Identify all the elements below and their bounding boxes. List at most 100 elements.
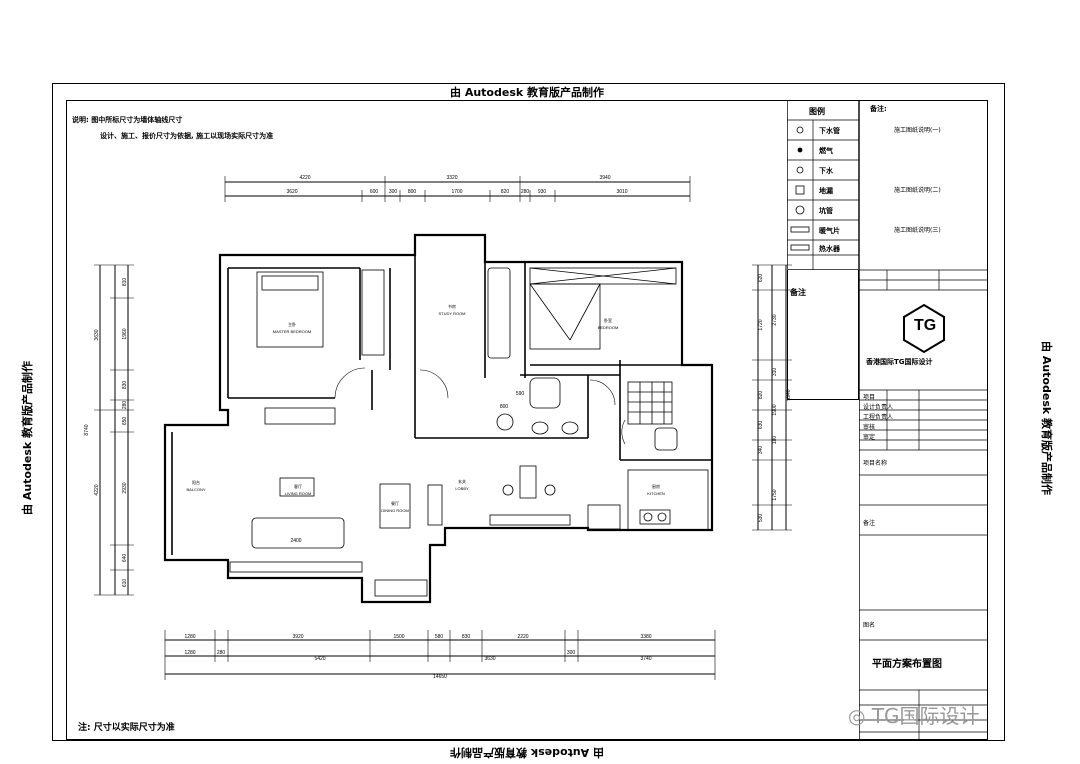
room-lobby: LOBBY [455,486,469,491]
field-engineering-lead: 工程负责人 [863,414,894,421]
dim-left1-1: 4220 [94,484,100,495]
note-line-2: 设计、施工、报价尺寸为依据, 施工以现场实际尺寸为准 [100,132,274,140]
field-remarks: 备注 [863,520,876,527]
dim-top2-0: 3620 [286,189,297,195]
dim-bottom1-6: 3380 [640,634,651,640]
legend-table: 图例 下水管 燃气 下水 地漏 坑管 暖气片 热水器 [787,100,859,270]
room-dining-room: DINING ROOM [381,508,409,513]
dim-left1-0: 3630 [94,329,100,340]
dim-top1-2: 3940 [599,175,610,181]
dim-top2-4: 1700 [451,189,462,195]
notes-block-title: 备注: [870,105,887,113]
footer-brand-text: TG国际设计 [871,704,980,728]
drain-icon [796,166,804,174]
drawing-outer-frame [52,83,1005,741]
gas-icon [797,147,803,153]
dim-bottom2-0: 1280 [184,650,195,656]
legend-item-label: 燃气 [818,146,833,155]
dim-right-5: 1900 [772,404,778,415]
dim-right-7: 180 [772,436,778,445]
circle-icon [796,126,804,134]
dim-small-1: 590 [516,391,525,397]
company-name: 香港国际TG国际设计 [866,358,933,366]
room-cn-balcony: 阳台 [192,479,200,485]
dim-right-10: 530 [758,514,764,523]
dim-bottom1-4: 830 [462,634,471,640]
watermark-top: 由 Autodesk 教育版产品制作 [450,86,605,99]
dim-left2-7: 610 [122,579,128,588]
title-block [859,100,988,740]
dim-top2-3: 800 [408,189,417,195]
dim-left2-3: 280 [122,401,128,410]
dim-left2-0: 810 [122,278,128,287]
field-project: 项目 [863,394,876,401]
dim-right-8: 340 [758,446,764,455]
drawing-name: 平面方案布置图 [872,659,942,670]
logo-text: TG [914,317,937,334]
remarks-label: 备注 [790,288,806,297]
dim-small-0: 800 [500,404,509,410]
room-study: STUDY ROOM [438,311,465,316]
legend-item-label: 下水 [819,166,834,175]
dim-left2-5: 2930 [122,482,128,493]
dim-left1-2: 8740 [84,424,90,435]
dim-left2-6: 640 [122,554,128,563]
dim-right-4: 820 [758,391,764,400]
dim-left2-4: 650 [122,417,128,426]
dim-top2-2: 300 [389,189,398,195]
pipe-icon [795,205,805,215]
note-line-1: 说明: 图中所标尺寸为墙体轴线尺寸 [72,116,183,124]
dim-top2-8: 3010 [616,189,627,195]
legend-item-label: 下水管 [819,126,840,135]
dim-top2-1: 600 [370,189,379,195]
room-cn-study: 书房 [448,303,456,309]
title-block-grid [859,100,988,740]
footer-brand: ◎ TG国际设计 [848,700,980,729]
dim-right-2: 2730 [772,314,778,325]
dim-left2-1: 1960 [122,328,128,339]
field-drawing-title: 图名 [863,622,876,629]
floor-drain-icon [795,185,805,195]
note-bottom: 注: 尺寸以实际尺寸为准 [78,723,175,733]
notes-block-item: 施工图纸说明(二) [894,187,941,194]
dim-bottom2-2: 5420 [314,656,325,662]
room-bedroom: BEDROOM [598,325,619,330]
heater-icon [790,226,810,233]
legend-item-label: 地漏 [819,186,833,195]
legend-title: 图例 [809,106,825,116]
notes-block-item: 施工图纸说明(一) [894,127,941,134]
dim-bottom1-0: 1280 [184,634,195,640]
field-review: 审核 [863,424,876,431]
field-approve: 审定 [863,434,876,441]
legend-item-label: 坑管 [819,206,833,215]
dim-right-0: 620 [758,274,764,283]
dim-bottom2-1: 280 [217,650,226,656]
dim-top1-0: 4220 [299,175,310,181]
remarks-box [787,270,859,400]
field-project-name: 项目名称 [863,460,888,467]
dim-top2-6: 280 [521,189,530,195]
dim-right-1: 1720 [758,319,764,330]
room-master-bedroom: MASTER BEDROOM [273,329,311,334]
tg-logo-icon [903,303,945,354]
room-balcony: BALCONY [186,487,205,492]
dim-bottom2-3: 3630 [484,656,495,662]
dim-bottom1-5: 2220 [517,634,528,640]
room-cn-kitchen: 厨房 [652,483,660,489]
dim-right-11: 5940 [786,389,792,400]
notes-block-item: 施工图纸说明(三) [894,227,941,234]
room-living-room: LIVING ROOM [285,491,312,496]
dim-sofa: 2400 [290,538,301,544]
dim-right-9: 1750 [772,489,778,500]
room-cn-bedroom: 卧室 [604,317,612,323]
room-cn-living-room: 客厅 [294,483,302,489]
dim-bottom1-1: 3920 [292,634,303,640]
dim-right-6: 630 [758,421,764,430]
dim-right-3: 310 [772,368,778,377]
legend: 图例 下水管 燃气 下水 地漏 坑管 暖气片 热水器 [787,100,859,270]
dim-total: 14650 [433,674,447,680]
wechat-icon: ◎ [848,704,866,728]
dim-top2-5: 820 [501,189,510,195]
dim-bottom2-5: 3740 [640,656,651,662]
